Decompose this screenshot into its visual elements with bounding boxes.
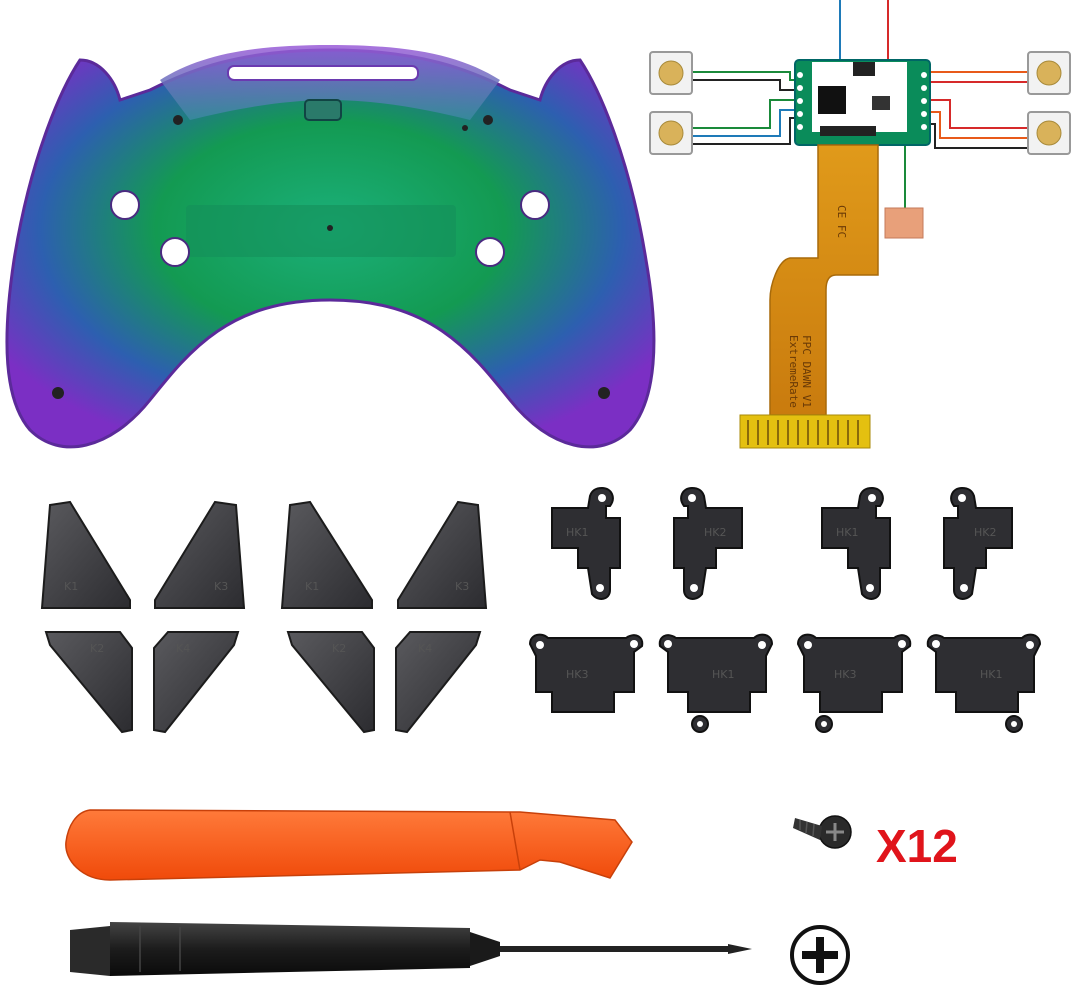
fpc-flex-cable [769,144,879,416]
fpc-connector [739,414,871,449]
fpc-brand-text: ExtremeRate [787,335,800,408]
fpc-model-text: FPC DAWN V1 [800,335,813,408]
tact-switch [1027,111,1071,155]
holder-hk: HK1 [658,633,774,733]
tact-switch [649,51,693,95]
fpc-ce-mark: CE FC [835,205,848,238]
svg-text:HK1: HK1 [566,526,588,539]
usb-port-opening [304,99,342,121]
pcb-chip [818,86,846,114]
svg-text:HK3: HK3 [834,668,856,681]
svg-text:K4: K4 [176,642,190,655]
svg-text:K3: K3 [214,580,228,593]
paddle-k2: K2 [286,631,375,734]
svg-text:K2: K2 [332,642,346,655]
holder-hk: HK1 [551,486,621,600]
controller-back-shell [5,45,656,449]
svg-text:K4: K4 [418,642,432,655]
svg-text:HK2: HK2 [704,526,726,539]
holder-set: HK1 HK2 HK1 HK2 HK3 HK1 [528,486,1042,733]
paddle-k4: K4 [153,631,240,734]
shell-hole [110,190,140,220]
holder-hk: HK3 [528,633,644,713]
phillips-screwdriver [70,922,752,976]
holder-hk: HK1 [926,633,1042,733]
copper-pad [884,207,924,239]
battery-recess [186,205,456,257]
paddle-k3: K3 [154,500,246,609]
screw-hole [52,387,64,399]
tact-switch [649,111,693,155]
paddle-k4: K4 [395,631,482,734]
paddle-k3: K3 [397,500,488,609]
shell-hole [475,237,505,267]
svg-text:HK3: HK3 [566,668,588,681]
shell-hole [520,190,550,220]
svg-text:K1: K1 [305,580,319,593]
paddle-k2: K2 [44,631,133,734]
holder-hk: HK2 [673,486,743,600]
screw-hole [598,387,610,399]
svg-text:K3: K3 [455,580,469,593]
tact-switch [1027,51,1071,95]
pry-tool [65,809,633,881]
screw-hole [173,115,183,125]
svg-text:HK1: HK1 [712,668,734,681]
svg-text:K2: K2 [90,642,104,655]
shell-hole [160,237,190,267]
light-bar-slot [227,65,419,81]
svg-text:HK1: HK1 [980,668,1002,681]
holder-hk: HK1 [821,486,891,600]
paddle-k1: K1 [40,500,131,609]
holder-hk: HK2 [943,486,1013,600]
screw-quantity-label: X12 [876,820,958,872]
paddle-k1: K1 [280,500,373,609]
screw [793,815,852,849]
svg-text:HK2: HK2 [974,526,996,539]
paddle-set: K1 K3 K1 K3 K2 K4 K2 K4 [40,500,488,734]
remap-pcb-assembly: CE FC ExtremeRate FPC DAWN V1 [649,0,1071,449]
svg-text:HK1: HK1 [836,526,858,539]
screw-hole [483,115,493,125]
holder-hk: HK3 [796,633,912,733]
phillips-icon [790,925,850,985]
svg-text:K1: K1 [64,580,78,593]
